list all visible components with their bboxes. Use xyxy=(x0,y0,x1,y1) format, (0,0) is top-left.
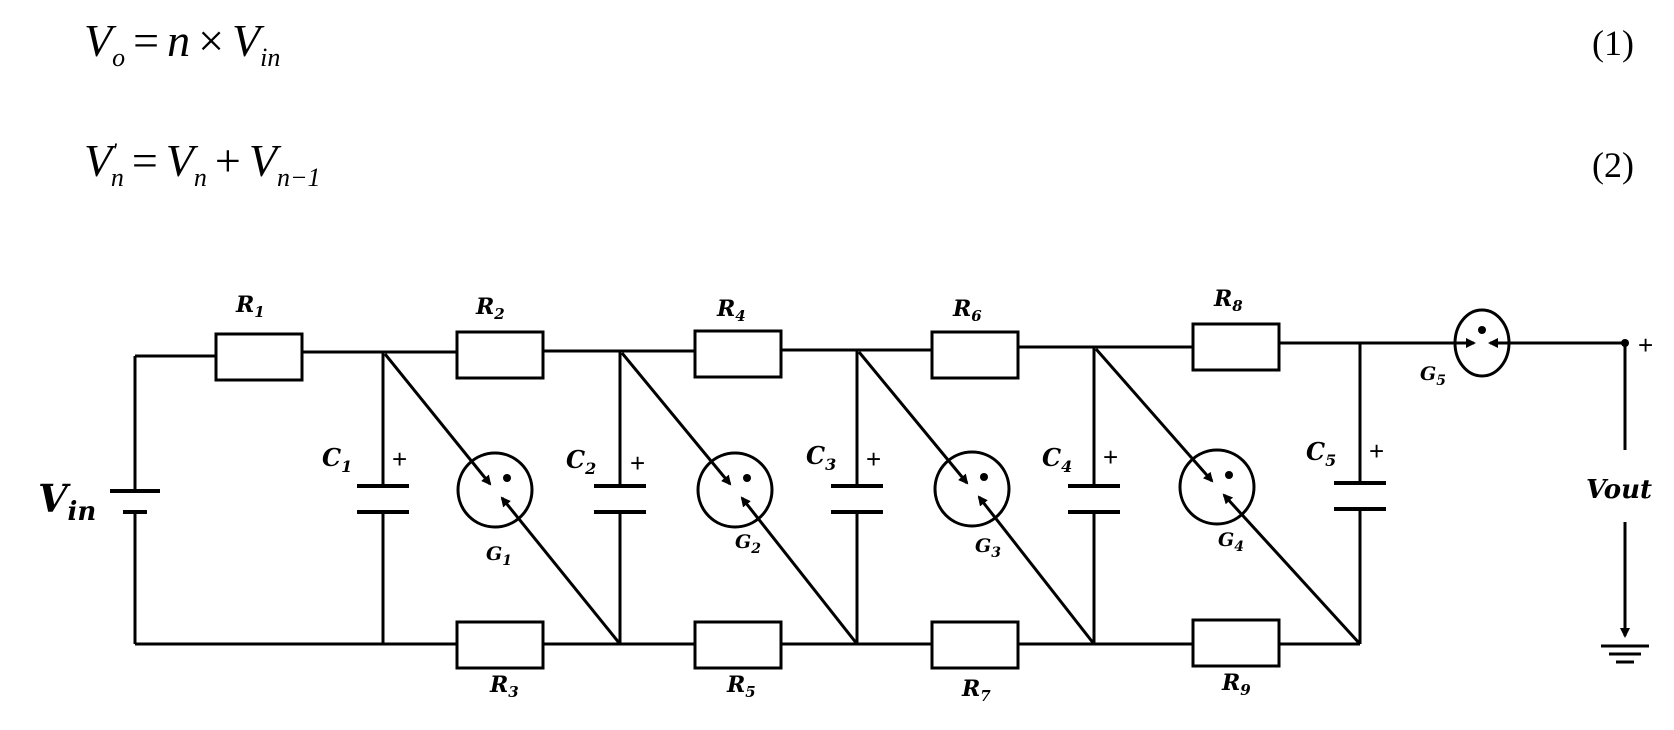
resistor-r6 xyxy=(930,330,1020,380)
eq2-term-2: V xyxy=(248,135,277,186)
label-vout: Vout xyxy=(1586,475,1652,505)
eq2-equals: = xyxy=(131,135,158,186)
c4-plus: + xyxy=(1103,442,1118,472)
spark-gap-g2 xyxy=(696,451,774,529)
label-c2: C2 xyxy=(566,445,596,478)
g1-lead-top xyxy=(383,353,492,486)
resistor-r9 xyxy=(1191,618,1281,668)
eq1-lhs: V xyxy=(84,15,113,66)
resistor-r4 xyxy=(693,329,783,379)
output-plus: + xyxy=(1638,330,1653,360)
label-g5: G5 xyxy=(1420,363,1446,389)
label-vin: Vin xyxy=(38,476,96,527)
g2-lead-top xyxy=(620,352,732,486)
resistor-r5 xyxy=(693,620,783,670)
resistor-r1 xyxy=(214,332,304,382)
g3-lead-top xyxy=(857,351,969,485)
eq2-lhs-sub: n xyxy=(110,163,124,192)
eq2-plus: + xyxy=(214,135,241,186)
resistor-r7 xyxy=(930,620,1020,670)
label-c4: C4 xyxy=(1042,443,1072,476)
equation-2: V'n=Vn+Vn−1 xyxy=(84,134,321,193)
g2-lead-bottom xyxy=(740,496,859,645)
g4-dot xyxy=(1225,471,1233,479)
label-g3: G3 xyxy=(975,535,1001,561)
label-g1: G1 xyxy=(486,543,512,569)
eq2-term-2-sub: n−1 xyxy=(276,163,321,192)
g4-lead-top xyxy=(1094,348,1214,483)
g1-dot xyxy=(503,474,511,482)
c1-plus: + xyxy=(392,444,407,474)
spark-gap-g1 xyxy=(456,451,534,529)
eq1-term-n: n xyxy=(167,15,191,66)
label-r5: R5 xyxy=(726,672,756,701)
label-r4: R4 xyxy=(716,296,746,325)
label-r9: R9 xyxy=(1221,670,1251,699)
equation-1-number: (1) xyxy=(1592,23,1634,63)
label-r3: R3 xyxy=(489,672,519,701)
g2-dot xyxy=(743,474,751,482)
eq1-times: × xyxy=(198,15,225,66)
g5-dot xyxy=(1478,326,1486,334)
g1-lead-bottom xyxy=(500,496,622,645)
label-r1: R1 xyxy=(235,292,265,321)
equation-1: Vo=n×Vin xyxy=(84,14,280,73)
eq2-lhs-prime: ' xyxy=(112,138,117,163)
g3-lead-bottom xyxy=(977,495,1096,645)
eq2-term-1-sub: n xyxy=(193,163,207,192)
spark-gap-g4 xyxy=(1178,448,1256,526)
c3-plus: + xyxy=(866,444,881,474)
eq1-term-v-sub: in xyxy=(260,43,281,72)
label-r2: R2 xyxy=(475,294,505,323)
resistor-r2 xyxy=(455,330,545,380)
eq1-lhs-sub: o xyxy=(112,43,126,72)
g3-dot xyxy=(980,473,988,481)
output-terminal-dot xyxy=(1621,339,1629,347)
eq2-term-1: V xyxy=(165,135,194,186)
label-r6: R6 xyxy=(952,296,982,325)
spark-gap-g3 xyxy=(933,450,1011,528)
c2-plus: + xyxy=(630,448,645,478)
g4-lead-bottom xyxy=(1222,493,1362,646)
label-c5: C5 xyxy=(1306,437,1336,470)
label-r7: R7 xyxy=(961,676,991,705)
label-c3: C3 xyxy=(806,441,836,474)
eq1-equals: = xyxy=(133,15,160,66)
resistor-r8 xyxy=(1191,322,1281,372)
label-g4: G4 xyxy=(1218,529,1244,555)
eq2-lhs: V xyxy=(84,135,113,186)
label-r8: R8 xyxy=(1213,286,1243,315)
c5-plus: + xyxy=(1369,436,1384,466)
label-c1: C1 xyxy=(322,443,352,476)
resistor-r3 xyxy=(455,620,545,670)
equation-2-number: (2) xyxy=(1592,145,1634,185)
eq1-term-v: V xyxy=(232,15,261,66)
label-g2: G2 xyxy=(735,531,761,557)
